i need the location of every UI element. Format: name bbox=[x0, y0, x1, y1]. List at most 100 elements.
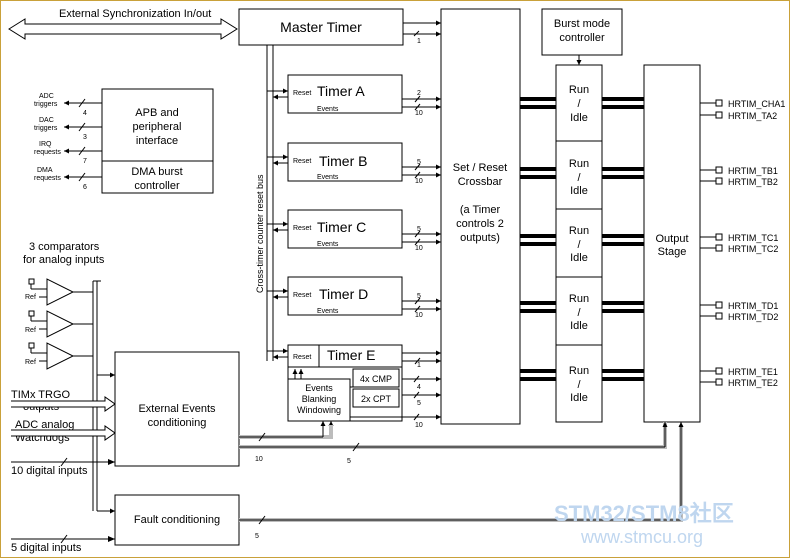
svg-text:Idle: Idle bbox=[570, 185, 588, 197]
timer-b-reset: Reset bbox=[293, 158, 311, 165]
svg-text:10: 10 bbox=[415, 178, 423, 185]
svg-text:5: 5 bbox=[417, 226, 421, 233]
out-tc1: HRTIM_TC1 bbox=[728, 233, 778, 243]
svg-text:IRQ: IRQ bbox=[39, 141, 52, 148]
apb-l3: interface bbox=[136, 135, 178, 147]
apb-l2: peripheral bbox=[133, 121, 182, 133]
run-idle-e: Run / Idle bbox=[569, 365, 589, 404]
crossbar-l4: controls 2 bbox=[456, 218, 504, 230]
ext-events-l2: conditioning bbox=[148, 417, 207, 429]
svg-text:DAC: DAC bbox=[39, 117, 54, 124]
timer-c-label: Timer C bbox=[317, 219, 366, 235]
timer-e-reset: Reset bbox=[293, 354, 311, 361]
svg-text:Idle: Idle bbox=[570, 112, 588, 124]
watermark-url: www.stmcu.org bbox=[580, 527, 703, 547]
dac-triggers-signal: DAC triggers 3 bbox=[34, 117, 102, 141]
cpt-label: 2x CPT bbox=[361, 394, 392, 404]
svg-text:/: / bbox=[577, 172, 581, 184]
comparator-1: Ref bbox=[25, 278, 93, 306]
svg-text:10: 10 bbox=[255, 456, 263, 463]
svg-text:Ref: Ref bbox=[25, 294, 36, 301]
out-te2: HRTIM_TE2 bbox=[728, 378, 778, 388]
burst-mode-l1: Burst mode bbox=[554, 18, 610, 30]
crossbar-l5: outputs) bbox=[460, 232, 500, 244]
comparator-2: Ref bbox=[25, 310, 93, 338]
svg-text:3: 3 bbox=[83, 134, 87, 141]
master-out-count: 1 bbox=[417, 38, 421, 45]
crossbar-l2: Crossbar bbox=[458, 176, 503, 188]
irq-requests-signal: IRQ requests 7 bbox=[34, 141, 102, 165]
svg-text:6: 6 bbox=[83, 184, 87, 191]
svg-text:DMA: DMA bbox=[37, 167, 53, 174]
svg-text:4: 4 bbox=[83, 110, 87, 117]
dma-burst-l2: controller bbox=[134, 180, 180, 192]
timer-b-label: Timer B bbox=[319, 153, 367, 169]
out-td1: HRTIM_TD1 bbox=[728, 301, 778, 311]
svg-text:triggers: triggers bbox=[34, 125, 58, 132]
timer-c-events: Events bbox=[317, 241, 339, 248]
watermark-title: STM32/STM8社区 bbox=[554, 501, 734, 526]
svg-text:triggers: triggers bbox=[34, 101, 58, 108]
events-blanking-box bbox=[287, 378, 351, 422]
ext-sync-label: External Synchronization In/out bbox=[59, 8, 211, 20]
timer-c-reset: Reset bbox=[293, 225, 311, 232]
dma-burst-l1: DMA burst bbox=[131, 166, 182, 178]
cmp-label: 4x CMP bbox=[360, 374, 392, 384]
timer-a-events: Events bbox=[317, 106, 339, 113]
out-te1: HRTIM_TE1 bbox=[728, 367, 778, 377]
svg-text:10: 10 bbox=[415, 422, 423, 429]
svg-text:5: 5 bbox=[417, 159, 421, 166]
svg-text:/: / bbox=[577, 98, 581, 110]
apb-l1: APB and bbox=[135, 107, 178, 119]
cmp-box bbox=[352, 368, 400, 388]
run-idle-b: Run / Idle bbox=[569, 158, 589, 197]
out-tb1: HRTIM_TB1 bbox=[728, 166, 778, 176]
svg-text:4: 4 bbox=[417, 384, 421, 391]
timer-d-label: Timer D bbox=[319, 286, 368, 302]
crossbar-box bbox=[440, 8, 521, 425]
out-ta2: HRTIM_TA2 bbox=[728, 111, 777, 121]
output-stage-l1: Output bbox=[655, 233, 688, 245]
timer-b: Reset Timer B Events 5 10 bbox=[267, 142, 441, 185]
burst-mode-l2: controller bbox=[559, 32, 605, 44]
apb-box bbox=[101, 88, 214, 194]
svg-text:7: 7 bbox=[83, 158, 87, 165]
comparators-l2: for analog inputs bbox=[23, 254, 105, 266]
svg-text:Ref: Ref bbox=[25, 327, 36, 334]
svg-text:10: 10 bbox=[415, 312, 423, 319]
timer-e-label: Timer E bbox=[327, 347, 375, 363]
crossbar-l3: (a Timer bbox=[460, 204, 501, 216]
events-blanking-l3: Windowing bbox=[297, 405, 341, 415]
adc-triggers-signal: ADC triggers 4 bbox=[34, 93, 102, 117]
svg-text:Idle: Idle bbox=[570, 252, 588, 264]
fault-label: Fault conditioning bbox=[134, 514, 220, 526]
svg-text:Ref: Ref bbox=[25, 359, 36, 366]
out-td2: HRTIM_TD2 bbox=[728, 312, 778, 322]
out-cha1: HRTIM_CHA1 bbox=[728, 99, 785, 109]
ext-events-l1: External Events bbox=[138, 403, 216, 415]
run-idle-c: Run / Idle bbox=[569, 225, 589, 264]
svg-text:10: 10 bbox=[415, 110, 423, 117]
svg-text:10: 10 bbox=[415, 245, 423, 252]
adc-watchdogs-l1: ADC analog bbox=[15, 419, 74, 431]
ext-events-box bbox=[114, 351, 240, 467]
digital10-label: 10 digital inputs bbox=[11, 465, 88, 477]
fault-box bbox=[114, 494, 240, 546]
svg-text:5: 5 bbox=[417, 293, 421, 300]
timer-b-events: Events bbox=[317, 174, 339, 181]
timer-a: Reset Timer A Events 2 10 bbox=[267, 74, 441, 117]
crossbar-l1: Set / Reset bbox=[453, 162, 507, 174]
svg-text:/: / bbox=[577, 307, 581, 319]
burst-mode-box bbox=[541, 8, 623, 56]
timer-d-reset: Reset bbox=[293, 292, 311, 299]
svg-text:1: 1 bbox=[417, 362, 421, 369]
cross-timer-bus-label: Cross-timer counter reset bus bbox=[255, 174, 265, 293]
master-timer-label: Master Timer bbox=[280, 19, 362, 35]
svg-text:2: 2 bbox=[417, 90, 421, 97]
timer-d: Reset Timer D Events 5 10 bbox=[267, 276, 441, 319]
crossbar-output-lines bbox=[520, 97, 644, 381]
digital5-label: 5 digital inputs bbox=[11, 542, 82, 554]
svg-text:Run: Run bbox=[569, 225, 589, 237]
svg-text:/: / bbox=[577, 379, 581, 391]
